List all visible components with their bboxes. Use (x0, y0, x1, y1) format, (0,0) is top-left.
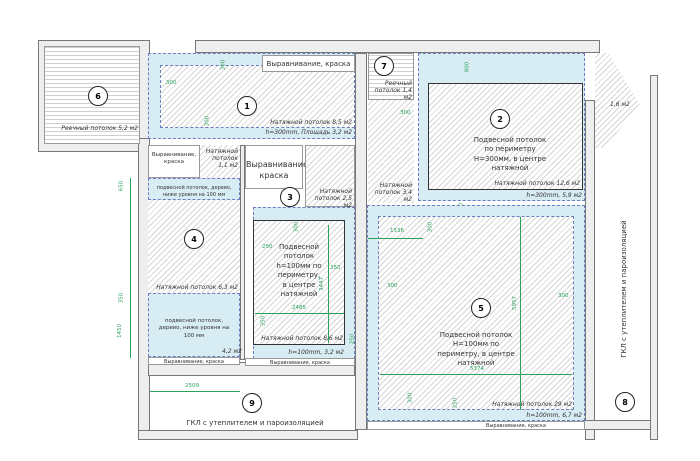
dim-r3-top: 300 (293, 221, 300, 233)
dim-r3-left: 250 (262, 244, 273, 250)
room-1-ceiling: Натяжной потолок 8,5 м2 (270, 119, 352, 126)
dim-r5-a: 1536 (390, 228, 404, 234)
room-4-ceiling: Натяжной потолок 6,3 м2 (156, 284, 238, 291)
room-2-ceiling: Натяжной потолок 12,6 м2 (494, 180, 580, 187)
dim-line-r5-a (368, 238, 423, 239)
dim-r4-a: 650 (118, 180, 125, 192)
dim-r5-right: 300 (558, 293, 569, 299)
room-1-side: Выравнивание, краска (262, 55, 355, 72)
dim-r5-b: 300 (427, 221, 434, 233)
room-3-small: Натяжной потолок 2,5 м2 (305, 145, 355, 209)
dim-r2-left: 300 (400, 110, 411, 116)
room-number-8: 8 (615, 392, 635, 412)
corner-area-label: 1,6 м2 (610, 101, 630, 108)
dim-r3-bottom-l: 350 (260, 315, 267, 327)
room-2-desc: Подвесной потолок по периметру H=300мм, … (473, 136, 547, 173)
wall-top (195, 40, 600, 53)
wall-right-inner (585, 100, 595, 440)
dim-r3-bottom-r: 250 (349, 333, 356, 345)
dim-r3-height: 3447 (319, 277, 325, 291)
room-1-stretch (160, 65, 355, 128)
room-number-7: 7 (374, 56, 394, 76)
wall-bottom-left (138, 430, 358, 440)
small-room-hatch: Натяжной потолок 1,1 м2 (200, 145, 240, 178)
dim-r4-c: 1450 (117, 324, 123, 338)
room-3-stretch (253, 220, 345, 345)
room-number-5: 5 (471, 298, 491, 318)
room-3-desc: Подвесной потолок h=100мм по периметру, … (276, 243, 322, 299)
room-number-9: 9 (242, 393, 262, 413)
room-2-stretch (428, 83, 583, 190)
dim-r5-bottom-r: 250 (452, 397, 459, 409)
dim-line-r9 (150, 391, 240, 392)
dim-line-r3-width (255, 313, 344, 314)
dim-r5-left: 300 (387, 283, 398, 289)
room-3-perimeter-label: h=100mm, 3,2 м2 (288, 349, 344, 356)
room-5-desc: Подвесной потолок H=100мм по периметру, … (437, 331, 515, 368)
room-9-desc: ГКЛ с утеплителем и пароизоляцией (186, 419, 324, 427)
room-8-desc: ГКЛ с утеплителем и пароизоляцией (620, 220, 628, 358)
dim-r3-right: 350 (330, 265, 341, 271)
dim-line-r4 (130, 178, 131, 358)
room-number-4: 4 (184, 229, 204, 249)
dim-r1-top: 300 (220, 59, 227, 71)
room-5-perimeter-label: h=100mm, 6,7 м2 (526, 412, 582, 419)
dim-r1-left: 300 (166, 80, 177, 86)
room-number-6: 6 (88, 86, 108, 106)
dim-line-r3-height (328, 225, 329, 343)
room-number-2: 2 (490, 109, 510, 129)
room-7-ceiling: Реечный потолок 1,4 м2 (374, 80, 412, 101)
dim-r4-b: 350 (118, 292, 125, 304)
dim-r5-width: 5374 (470, 366, 484, 372)
room-number-1: 1 (237, 96, 257, 116)
corridor: Натяжной потолок 3,4 м2 (368, 100, 414, 203)
dim-r1-bottom: 300 (204, 115, 211, 127)
room-number-3: 3 (280, 187, 300, 207)
dim-r3-width: 2485 (292, 305, 306, 311)
room-5-bottom-strip: Выравнивание, краска (367, 421, 585, 430)
room-3-bottom-strip: Выравнивание, краска (245, 358, 355, 366)
wall-right (650, 75, 658, 440)
dim-line-r5-height (520, 217, 521, 410)
wall-partition (240, 145, 245, 360)
room-5-ceiling: Натяжной потолок 29 м2 (492, 401, 572, 408)
room-2-perimeter-label: h=300mm, 5,9 м2 (526, 192, 582, 199)
room-1-perimeter-label: h=300mm, Площадь 3,2 м2 (265, 129, 352, 136)
room-6-ceiling: Реечный потолок 5,2 м2 (61, 125, 138, 132)
dim-line-r5-width (380, 374, 572, 375)
room-3-ceiling: Натяжной потолок 8,6 м2 (261, 335, 343, 342)
room-4-bottom-area: 4,2 м2 (222, 348, 242, 355)
small-room-white: Выравнивание, краска (148, 145, 200, 178)
dim-r5-height: 5957 (512, 296, 518, 310)
dim-r2-top: 800 (464, 61, 471, 73)
dim-r9-width: 2509 (185, 383, 199, 389)
dim-r5-bottom-l: 300 (407, 392, 414, 404)
room-4-bottom: подвесной потолок, дерево, ниже уровня н… (148, 293, 240, 357)
room-3-side: Выравнивание, краска (245, 145, 310, 189)
room-4-bottom-strip: Выравнивание, краска (148, 357, 240, 365)
room-4-top: подвесной потолок, дерево, ниже уровня н… (148, 178, 240, 200)
wall-mid (355, 53, 367, 430)
